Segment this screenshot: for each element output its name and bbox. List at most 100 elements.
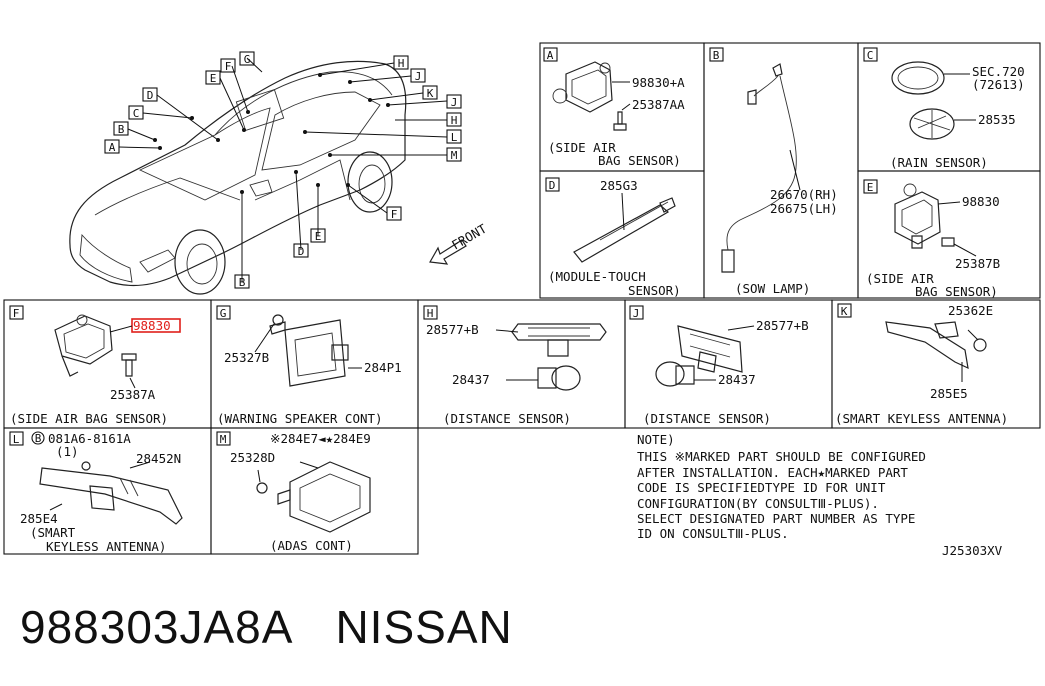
svg-text:D: D bbox=[298, 245, 305, 258]
car-tag-E: E bbox=[205, 70, 221, 85]
panel-H: H 28577+B 28437 (DISTANCE SENSOR) bbox=[417, 299, 626, 429]
svg-text:(SOW LAMP): (SOW LAMP) bbox=[735, 281, 810, 296]
distance-sensor-bracket-j-icon bbox=[677, 325, 743, 373]
svg-text:26670(RH): 26670(RH) bbox=[770, 187, 838, 202]
car-tag-A: A bbox=[104, 139, 120, 154]
panel-D: D 285G3 (MODULE-TOUCH SENSOR) bbox=[539, 170, 705, 299]
car-grille bbox=[79, 233, 133, 283]
svg-text:B: B bbox=[713, 49, 720, 62]
car-tag-D: D bbox=[142, 87, 158, 102]
svg-text:25328D: 25328D bbox=[230, 450, 275, 465]
smart-keyless-antenna-l-icon bbox=[39, 467, 183, 525]
car-tag-F-side: F bbox=[386, 206, 402, 221]
brand-name: NISSAN bbox=[335, 601, 513, 653]
svg-text:THIS ※MARKED PART SHOULD BE CO: THIS ※MARKED PART SHOULD BE CONFIGURED bbox=[637, 449, 926, 464]
svg-text:B: B bbox=[239, 276, 246, 289]
svg-text:(SIDE AIR: (SIDE AIR bbox=[548, 140, 616, 155]
svg-text:K: K bbox=[427, 87, 434, 100]
svg-text:(ADAS CONT): (ADAS CONT) bbox=[270, 538, 353, 553]
svg-text:BAG SENSOR): BAG SENSOR) bbox=[915, 284, 998, 299]
svg-text:(72613): (72613) bbox=[972, 77, 1025, 92]
car-tag-H: H bbox=[446, 112, 462, 127]
panel-E: E 98830 25387B (SIDE AIR BAG SENSOR) bbox=[857, 170, 1041, 299]
svg-text:284P1: 284P1 bbox=[364, 360, 402, 375]
highlight-box-98830 bbox=[131, 318, 181, 333]
car-side-window bbox=[261, 91, 381, 171]
svg-text:H: H bbox=[398, 57, 405, 70]
car-headlight bbox=[139, 249, 176, 273]
svg-text:(RAIN SENSOR): (RAIN SENSOR) bbox=[890, 155, 988, 170]
svg-text:CODE IS SPECIFIEDTYPE ID FOR U: CODE IS SPECIFIEDTYPE ID FOR UNIT bbox=[637, 480, 886, 495]
front-label: FRONT bbox=[449, 221, 489, 253]
svg-text:D: D bbox=[147, 89, 154, 102]
svg-text:(DISTANCE SENSOR): (DISTANCE SENSOR) bbox=[643, 411, 771, 426]
svg-text:98830: 98830 bbox=[962, 194, 1000, 209]
car-tag-K: K bbox=[422, 85, 438, 100]
svg-text:F: F bbox=[225, 60, 232, 73]
svg-text:M: M bbox=[220, 433, 227, 446]
car-tag-L: L bbox=[446, 129, 462, 144]
car-tag-D-side: D bbox=[293, 243, 309, 258]
svg-text:081A6-8161A: 081A6-8161A bbox=[48, 431, 131, 446]
svg-text:28577+B: 28577+B bbox=[426, 322, 479, 337]
svg-text:G: G bbox=[244, 53, 251, 66]
sow-lamp-harness-icon bbox=[721, 63, 797, 273]
svg-text:H: H bbox=[427, 307, 434, 320]
svg-text:ID ON CONSULTⅢ-PLUS.: ID ON CONSULTⅢ-PLUS. bbox=[637, 526, 789, 541]
door-line bbox=[254, 159, 351, 201]
svg-text:28437: 28437 bbox=[452, 372, 490, 387]
svg-text:A: A bbox=[547, 49, 554, 62]
svg-text:25387A: 25387A bbox=[110, 387, 156, 402]
svg-text:K: K bbox=[841, 305, 848, 318]
panel-B: B 26670(RH) 26675(LH) (SOW LAMP) bbox=[703, 42, 859, 299]
svg-text:25362E: 25362E bbox=[948, 303, 993, 318]
front-wheel-hub bbox=[186, 243, 218, 285]
svg-text:(WARNING SPEAKER CONT): (WARNING SPEAKER CONT) bbox=[217, 411, 383, 426]
car-roof-line bbox=[214, 71, 393, 136]
svg-text:A: A bbox=[109, 141, 116, 154]
svg-text:H: H bbox=[451, 114, 458, 127]
panel-A: A 98830+A 25387AA (SIDE AIR BAG SENSOR) bbox=[539, 42, 705, 172]
panel-L: L B 081A6-8161A (1) 28452N 285E4 (SMART … bbox=[3, 427, 212, 555]
svg-text:E: E bbox=[867, 181, 874, 194]
svg-text:C: C bbox=[133, 107, 140, 120]
svg-text:(MODULE-TOUCH: (MODULE-TOUCH bbox=[548, 269, 646, 284]
smart-keyless-antenna-k-icon bbox=[885, 321, 969, 370]
circled-b-icon bbox=[31, 431, 45, 445]
svg-text:AFTER INSTALLATION. EACH★MARKE: AFTER INSTALLATION. EACH★MARKED PART bbox=[637, 465, 908, 480]
rear-wheel bbox=[347, 151, 393, 213]
svg-text:28577+B: 28577+B bbox=[756, 318, 809, 333]
car-tag-B-side: B bbox=[234, 274, 250, 289]
panel-C: C SEC.720 (72613) 28535 (RAIN SENSOR) bbox=[857, 42, 1041, 172]
car-tag-C: C bbox=[128, 105, 144, 120]
svg-text:(SIDE AIR: (SIDE AIR bbox=[866, 271, 934, 286]
car-tag-B: B bbox=[113, 121, 129, 136]
svg-text:(DISTANCE SENSOR): (DISTANCE SENSOR) bbox=[443, 411, 571, 426]
svg-text:285E4: 285E4 bbox=[20, 511, 58, 526]
car-tag-H-top: H bbox=[393, 55, 409, 70]
svg-text:BAG SENSOR): BAG SENSOR) bbox=[598, 153, 681, 168]
svg-text:KEYLESS ANTENNA): KEYLESS ANTENNA) bbox=[46, 539, 166, 554]
bolt-e-icon bbox=[941, 237, 955, 247]
panel-K: K 25362E 285E5 (SMART KEYLESS ANTENNA) bbox=[831, 299, 1041, 429]
svg-text:SENSOR): SENSOR) bbox=[628, 283, 681, 298]
rain-sensor-bracket-icon bbox=[891, 61, 945, 95]
side-air-bag-sensor-icon bbox=[552, 61, 613, 113]
svg-text:SELECT DESIGNATED PART NUMBER: SELECT DESIGNATED PART NUMBER AS TYPE bbox=[637, 511, 915, 526]
svg-text:98830+A: 98830+A bbox=[632, 75, 685, 90]
svg-text:(SMART KEYLESS ANTENNA): (SMART KEYLESS ANTENNA) bbox=[835, 411, 1008, 426]
bolt-f-icon bbox=[121, 353, 137, 377]
svg-text:98830: 98830 bbox=[133, 318, 171, 333]
car-tag-E-side: E bbox=[310, 228, 326, 243]
svg-text:M: M bbox=[451, 149, 458, 162]
svg-text:(SMART: (SMART bbox=[30, 525, 76, 540]
svg-text:25327B: 25327B bbox=[224, 350, 269, 365]
svg-text:(SIDE AIR BAG SENSOR): (SIDE AIR BAG SENSOR) bbox=[10, 411, 168, 426]
svg-text:SEC.720: SEC.720 bbox=[972, 64, 1025, 79]
car-hood-line bbox=[94, 177, 241, 216]
distance-sensor-icon bbox=[537, 365, 581, 391]
panel-M: M ※284E7◄★284E9 25328D (ADAS CONT) bbox=[210, 427, 419, 555]
